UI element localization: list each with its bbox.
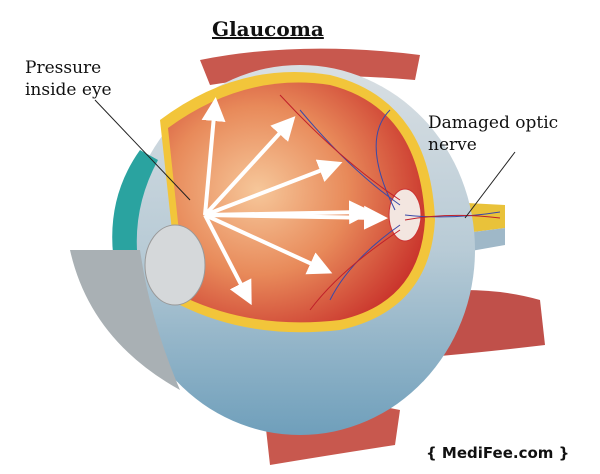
iris [70,250,180,390]
pressure-label-line2: inside eye [25,80,112,100]
pressure-arrows [201,97,388,306]
pressure-label-line1: Pressure [25,58,102,78]
nerve-label: Damaged optic nerve [428,112,558,156]
eye-interior [168,82,425,323]
nerve-label-line1: Damaged optic [428,113,559,133]
nerve-label-line2: nerve [428,135,477,155]
pressure-leader [94,99,191,201]
pressure-label: Pressure inside eye [25,57,112,101]
lens [144,224,206,306]
watermark: { MediFee.com } [426,444,570,462]
nerve-leader [464,151,516,219]
diagram-title: Glaucoma [212,17,324,41]
